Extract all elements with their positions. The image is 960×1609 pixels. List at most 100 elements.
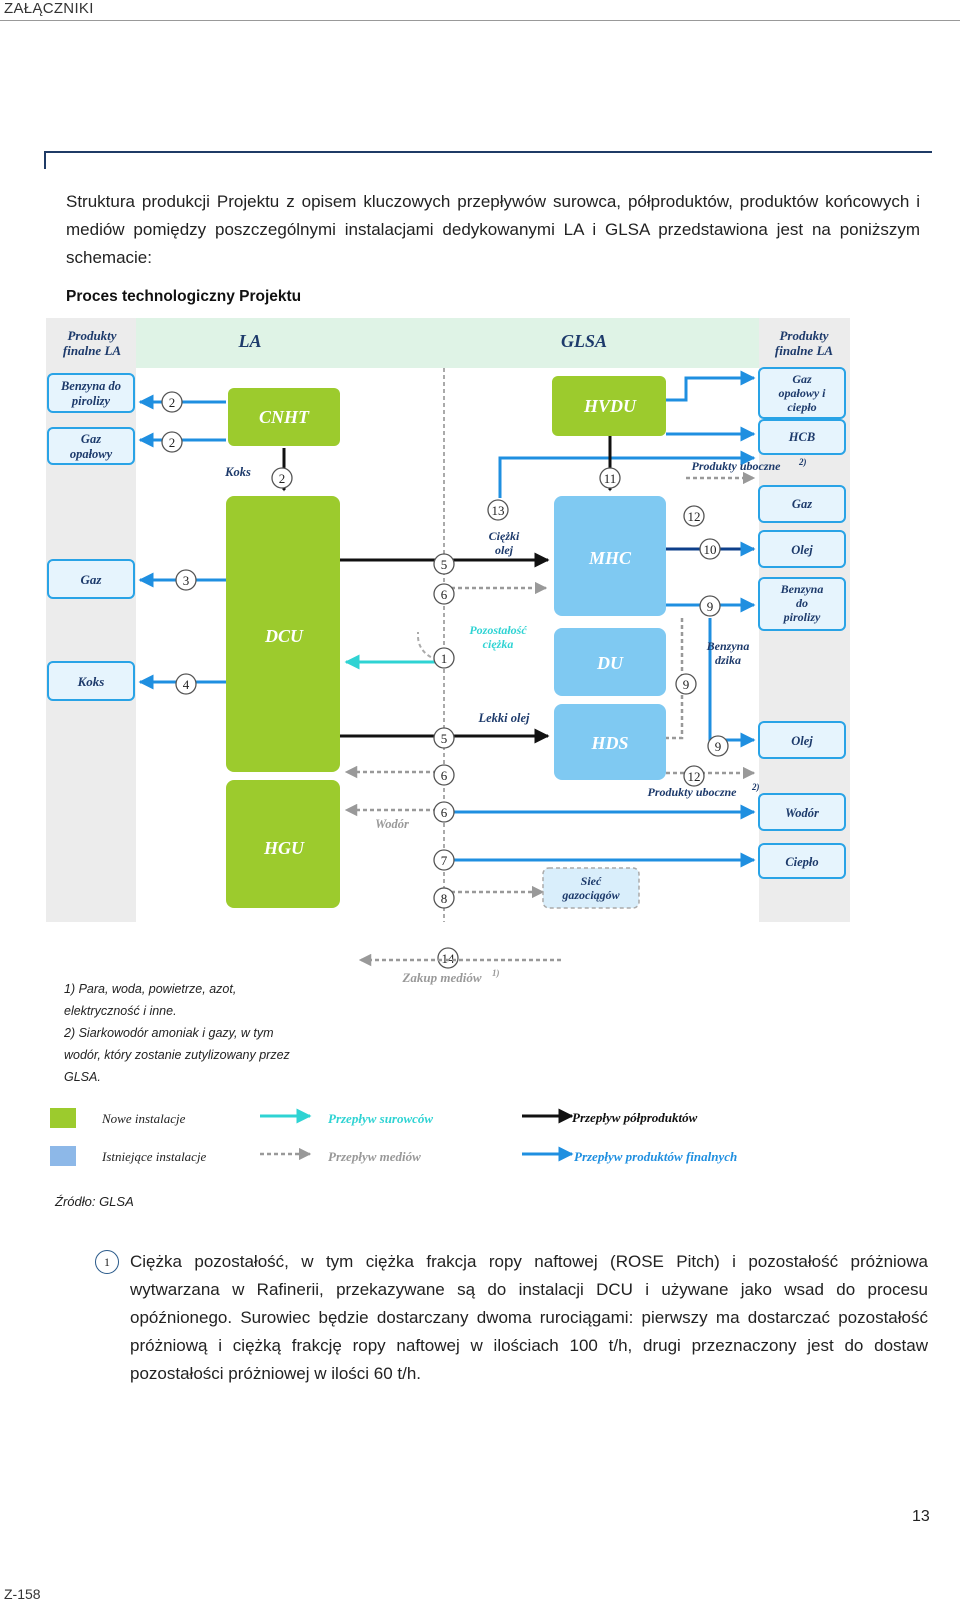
label-siec-1: Sieć (581, 874, 602, 888)
unit-mhc (554, 496, 666, 616)
legend-existing: Istniejące instalacje (101, 1149, 207, 1164)
legend-new: Nowe instalacje (101, 1111, 186, 1126)
num-8: 8 (441, 891, 448, 906)
label-benzyna-dzika-1: Benzyna (706, 639, 750, 653)
label-wodor: Wodór (375, 817, 409, 831)
unit-du (554, 628, 666, 696)
label-sup2-top: 2) (798, 457, 807, 467)
col-left-title-2: finalne LA (63, 343, 121, 358)
num-11: 11 (604, 471, 617, 486)
num-10: 10 (704, 542, 717, 557)
right-gazop-2: opałowy i (779, 386, 827, 400)
unit-hgu (226, 780, 340, 908)
unit-mhc-label: MHC (588, 548, 632, 568)
box-siec-gazociagow (542, 867, 640, 909)
label-pozostalosc-1: Pozostałość (469, 623, 527, 637)
right-gazop-1: Gaz (792, 372, 812, 386)
num-9b: 9 (683, 677, 690, 692)
num-5b: 5 (441, 731, 448, 746)
note-paragraph: Ciężka pozostałość, w tym ciężka frakcja… (130, 1252, 928, 1383)
label-benzyna-dzika-2: dzika (715, 653, 741, 667)
num-6b: 6 (441, 768, 448, 783)
zone-la-label: LA (237, 331, 261, 351)
right-olej-2: Olej (791, 734, 813, 748)
right-hcb: HCB (788, 430, 815, 444)
footnote-line: wodór, który zostanie zutylizowany przez (64, 1048, 290, 1062)
left-koks: Koks (77, 674, 105, 689)
right-wodor: Wodór (785, 806, 819, 820)
legend-swatch-new (50, 1108, 76, 1128)
page-number: 13 (912, 1508, 930, 1525)
num-5a: 5 (441, 557, 448, 572)
label-siec-2: gazociągów (561, 888, 620, 902)
right-benzyna-2: do (796, 596, 808, 610)
unit-du-label: DU (596, 653, 624, 673)
num-7: 7 (441, 853, 448, 868)
right-olej-1: Olej (791, 543, 813, 557)
unit-cnht (228, 388, 340, 446)
section-divider (44, 151, 932, 153)
left-panel (46, 318, 136, 922)
legend-semi: Przepływ półproduktów (572, 1110, 698, 1125)
col-left-title-1: Produkty (67, 328, 116, 343)
unit-dcu (226, 496, 340, 772)
zone-glsa-label: GLSA (561, 331, 607, 351)
num-6c: 6 (441, 805, 448, 820)
unit-hvdu (552, 376, 666, 436)
label-ciezki-2: olej (495, 543, 514, 557)
label-sup1: 1) (492, 968, 500, 978)
num-12b: 12 (688, 769, 701, 784)
diagram-footnotes: 1) Para, woda, powietrze, azot, elektryc… (64, 978, 334, 1088)
num-4: 4 (183, 677, 190, 692)
col-right-title-2: finalne LA (775, 343, 833, 358)
label-ciezki-1: Ciężki (489, 529, 520, 543)
right-cieplo: Ciepło (785, 855, 818, 869)
unit-hds (554, 704, 666, 780)
source-note: Źródło: GLSA (55, 1194, 134, 1209)
left-gazop-2: opałowy (70, 447, 113, 461)
unit-cnht-label: CNHT (259, 407, 310, 427)
header-divider (0, 20, 960, 21)
unit-hgu-label: HGU (263, 838, 305, 858)
legend-media: Przepływ mediów (328, 1149, 421, 1164)
left-gazop-1: Gaz (81, 432, 101, 446)
num-2c: 2 (279, 471, 286, 486)
legend-raw: Przepływ surowców (328, 1111, 433, 1126)
left-benzyna-2: pirolizy (71, 394, 111, 408)
num-6a: 6 (441, 587, 448, 602)
left-gaz: Gaz (81, 572, 103, 587)
zone-band (136, 318, 759, 368)
right-benzyna-3: pirolizy (783, 610, 821, 624)
header-section-title: ZAŁĄCZNIKI (4, 0, 94, 17)
diagram-legend: Nowe instalacje Istniejące instalacje Pr… (50, 1108, 737, 1166)
unit-hds-label: HDS (590, 733, 628, 753)
legend-swatch-existing (50, 1146, 76, 1166)
col-right-title-1: Produkty (779, 328, 828, 343)
label-sup2-bottom: 2) (751, 782, 760, 792)
label-koks: Koks (224, 465, 251, 479)
num-2a: 2 (169, 395, 176, 410)
num-9c: 9 (715, 739, 722, 754)
note-number-badge: 1 (95, 1250, 119, 1274)
footnote-line: GLSA. (64, 1070, 101, 1084)
document-code: Z-158 (4, 1586, 41, 1602)
right-gaz: Gaz (792, 497, 812, 511)
diagram-title: Proces technologiczny Projektu (66, 288, 302, 305)
num-3: 3 (183, 573, 190, 588)
label-zakup-mediow: Zakup mediów (401, 970, 481, 985)
label-lekki-olej: Lekki olej (477, 711, 530, 725)
left-benzyna-1: Benzyna do (60, 379, 121, 393)
label-pozostalosc-2: ciężka (483, 637, 514, 651)
footnote-line: 1) Para, woda, powietrze, azot, (64, 982, 237, 996)
num-9a: 9 (707, 599, 714, 614)
num-1: 1 (441, 651, 448, 666)
label-produkty-uboczne-bottom: Produkty uboczne (647, 785, 737, 799)
label-produkty-uboczne-top: Produkty uboczne (691, 459, 781, 473)
legend-final: Przepływ produktów finalnych (574, 1149, 737, 1164)
process-diagram: Produkty finalne LA Produkty finalne LA … (46, 318, 850, 985)
unit-hvdu-label: HVDU (583, 396, 637, 416)
unit-dcu-label: DCU (264, 626, 304, 646)
intro-paragraph: Struktura produkcji Projektu z opisem kl… (66, 192, 920, 267)
right-gazop-3: ciepło (787, 400, 816, 414)
num-12a: 12 (688, 509, 701, 524)
